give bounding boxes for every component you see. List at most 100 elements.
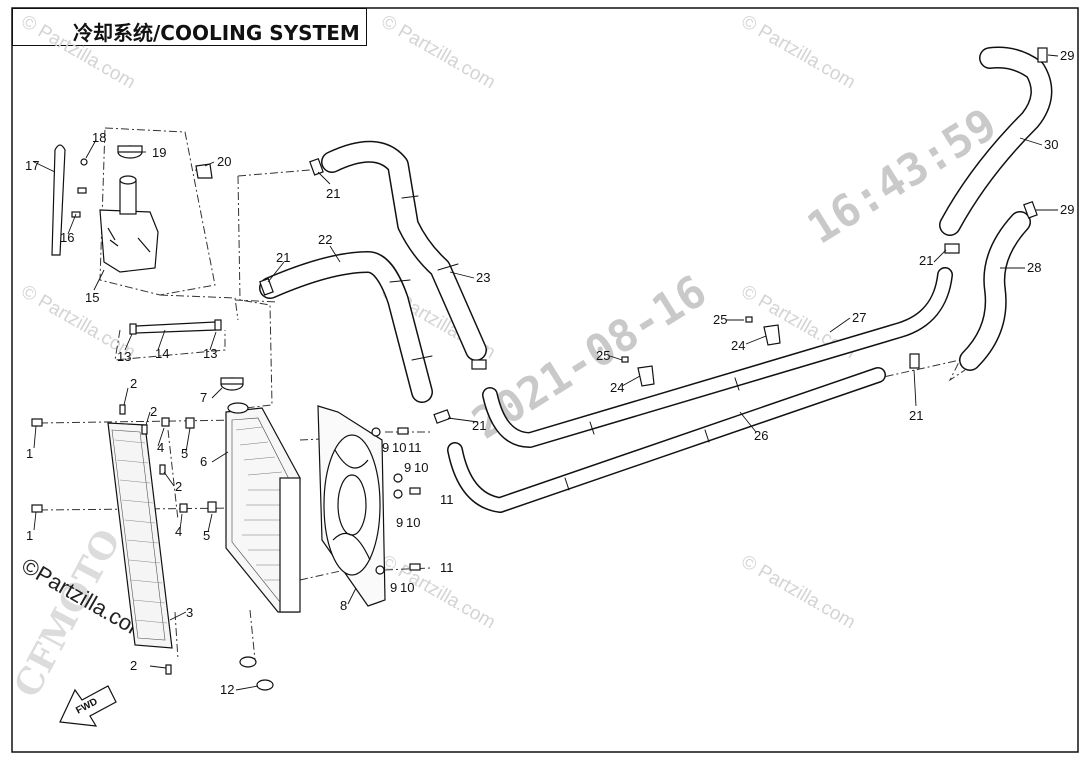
callout-13: 13 <box>203 346 217 361</box>
callout-16: 16 <box>60 230 74 245</box>
coolant-reservoir <box>99 209 159 273</box>
callout-29: 29 <box>1060 202 1074 217</box>
hose-clamp-21 <box>433 409 452 424</box>
bolt-1 <box>31 504 43 513</box>
callout-9: 9 <box>390 580 397 595</box>
reservoir-neck <box>119 179 137 215</box>
grommet-5 <box>207 501 217 513</box>
radiator-screen <box>107 422 173 649</box>
grommet-5 <box>185 417 195 429</box>
callout-22: 22 <box>318 232 332 247</box>
callout-25: 25 <box>596 348 610 363</box>
overflow-tube <box>51 144 66 256</box>
callout-9: 9 <box>396 515 403 530</box>
callout-21: 21 <box>909 408 923 423</box>
callout-19: 19 <box>152 145 166 160</box>
callout-10: 10 <box>406 515 420 530</box>
grommet-4 <box>179 503 188 513</box>
bolt-25 <box>745 316 753 323</box>
washer-9 <box>393 473 403 483</box>
diagram-title: 冷却系统/COOLING SYSTEM <box>73 21 360 45</box>
callout-10: 10 <box>392 440 406 455</box>
title-box: 冷却系统/COOLING SYSTEM <box>12 8 367 46</box>
clamp-13 <box>129 323 137 335</box>
hose-clamp-21 <box>909 353 920 369</box>
callout-18: 18 <box>92 130 106 145</box>
callout-21: 21 <box>472 418 486 433</box>
callout-11: 11 <box>440 560 454 575</box>
callout-24: 24 <box>610 380 624 395</box>
callout-2: 2 <box>130 658 137 673</box>
callout-21: 21 <box>919 253 933 268</box>
callout-21: 21 <box>276 250 290 265</box>
watermark-site: © Partzilla.com <box>378 11 499 93</box>
radiator-filler-neck <box>227 402 249 414</box>
hose-layer <box>259 46 1053 513</box>
watermark-site: © Partzilla.com <box>738 11 859 93</box>
watermark-site: © Partzilla.com <box>738 551 859 633</box>
watermark-site: © Partzilla.com <box>18 11 139 93</box>
forward-arrow: FWD <box>59 685 117 727</box>
callout-1: 1 <box>26 528 33 543</box>
bolt-2 <box>141 424 148 435</box>
callout-10: 10 <box>400 580 414 595</box>
callout-15: 15 <box>85 290 99 305</box>
hose-fitting-20 <box>195 163 213 179</box>
callout-10: 10 <box>414 460 428 475</box>
callout-2: 2 <box>130 376 137 391</box>
bolt-2 <box>159 464 166 475</box>
bolt-11 <box>409 487 421 495</box>
reservoir-neck-top <box>119 175 137 185</box>
clamp-13 <box>214 319 222 331</box>
bolt-11 <box>397 427 409 435</box>
bolt-1 <box>31 418 43 427</box>
hose-clamp-21 <box>259 277 274 296</box>
callout-24: 24 <box>731 338 745 353</box>
callout-6: 6 <box>200 454 207 469</box>
bolt-2 <box>165 664 172 675</box>
bolt-16 <box>77 187 87 194</box>
bolt-25 <box>621 356 629 363</box>
callout-2: 2 <box>150 404 157 419</box>
callout-12: 12 <box>220 682 234 697</box>
leader-lines <box>33 54 1059 691</box>
callout-30: 30 <box>1044 137 1058 152</box>
callout-4: 4 <box>175 524 182 539</box>
callout-5: 5 <box>203 528 210 543</box>
grommet-4 <box>161 417 170 427</box>
callout-9: 9 <box>404 460 411 475</box>
callout-5: 5 <box>181 446 188 461</box>
callout-11: 11 <box>408 440 422 455</box>
callout-29: 29 <box>1060 48 1074 63</box>
washer-9 <box>393 489 403 499</box>
parts-layer <box>31 144 421 691</box>
callout-27: 27 <box>852 310 866 325</box>
callout-20: 20 <box>217 154 231 169</box>
clamp-layer <box>259 47 1048 424</box>
hose-clamp-29 <box>1023 200 1038 219</box>
bolt-2 <box>119 404 126 415</box>
callout-7: 7 <box>200 390 207 405</box>
callout-17: 17 <box>25 158 39 173</box>
rubber-mount-12 <box>256 679 274 691</box>
callout-28: 28 <box>1027 260 1041 275</box>
radiator-side-tank <box>279 477 301 613</box>
bolt-11 <box>409 563 421 571</box>
callout-14: 14 <box>155 346 169 361</box>
callout-1: 1 <box>26 446 33 461</box>
washer-9 <box>371 427 381 437</box>
callout-labels: 1 1 2 2 2 2 3 4 4 5 5 6 7 8 9 10 11 9 10… <box>25 48 1074 697</box>
bracket-24 <box>763 324 781 346</box>
callout-25: 25 <box>713 312 727 327</box>
washer-9 <box>375 565 385 575</box>
hose-clamp-21 <box>944 243 960 254</box>
callout-4: 4 <box>157 440 164 455</box>
callout-13: 13 <box>117 349 131 364</box>
callout-3: 3 <box>186 605 193 620</box>
hose-clamp-29 <box>1037 47 1048 63</box>
callout-23: 23 <box>476 270 490 285</box>
callout-9: 9 <box>382 440 389 455</box>
diagram-frame <box>11 7 1079 753</box>
hose-clamp-21 <box>471 359 487 370</box>
